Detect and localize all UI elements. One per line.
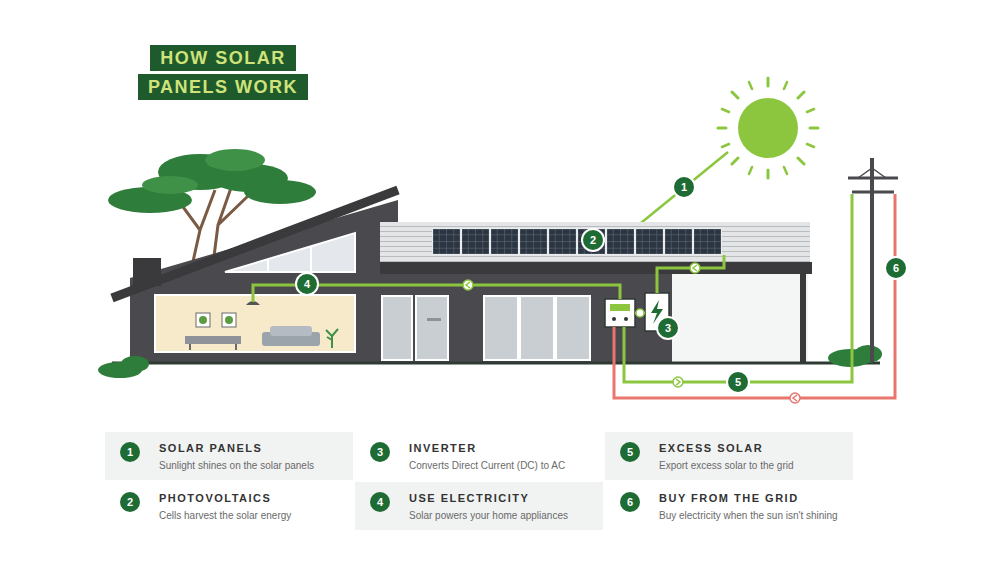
legend-box: 3 INVERTER Converts Direct Current (DC) to…: [355, 432, 603, 480]
callout-number: 1: [672, 175, 696, 199]
callout-number: 4: [295, 272, 319, 296]
legend-number: 4: [370, 492, 390, 512]
legend-box: 4 USE ELECTRICITY Solar powers your home a…: [355, 482, 603, 530]
wiring: [253, 194, 895, 398]
legend-number: 2: [120, 492, 140, 512]
legend-description: Cells harvest the solar energy: [159, 510, 291, 521]
legend-description: Converts Direct Current (DC) to AC: [409, 460, 565, 471]
title-block: HOW SOLAR PANELS WORK: [128, 44, 318, 102]
legend-description: Export excess solar to the grid: [659, 460, 794, 471]
callout-number: 5: [726, 370, 750, 394]
legend-description: Buy electricity when the sun isn't shini…: [659, 510, 838, 521]
sun: [718, 78, 818, 178]
legend-box: 1 SOLAR PANELS Sunlight shines on the sola…: [105, 432, 353, 480]
legend-description: Sunlight shines on the solar panels: [159, 460, 314, 471]
diagram-title: HOW SOLAR PANELS WORK: [138, 45, 308, 100]
legend-heading: SOLAR PANELS: [159, 442, 262, 454]
room-interior: [185, 301, 338, 350]
legend-number: 6: [620, 492, 640, 512]
legend-box: 5 EXCESS SOLAR Export excess solar to the …: [605, 432, 853, 480]
legend-heading: PHOTOVOLTAICS: [159, 492, 271, 504]
meter-box: [605, 299, 635, 327]
legend-number: 3: [370, 442, 390, 462]
callout-number: 2: [581, 228, 605, 252]
legend-box: 6 BUY FROM THE GRID Buy electricity when t…: [605, 482, 853, 530]
house-right-wing: [380, 222, 812, 362]
legend-heading: EXCESS SOLAR: [659, 442, 763, 454]
legend-box: 2 PHOTOVOLTAICS Cells harvest the solar en…: [105, 482, 353, 530]
callout-number: 3: [656, 316, 680, 340]
legend-heading: USE ELECTRICITY: [409, 492, 529, 504]
ground-line: [112, 362, 880, 365]
bushes: [98, 345, 882, 378]
flow-markers: [463, 263, 800, 403]
legend-number: 1: [120, 442, 140, 462]
legend-heading: BUY FROM THE GRID: [659, 492, 799, 504]
legend-number: 5: [620, 442, 640, 462]
callout-number: 6: [884, 256, 908, 280]
solar-panel-array: [432, 228, 722, 255]
house-left-wing: [112, 190, 398, 362]
legend-heading: INVERTER: [409, 442, 477, 454]
legend-description: Solar powers your home appliances: [409, 510, 568, 521]
